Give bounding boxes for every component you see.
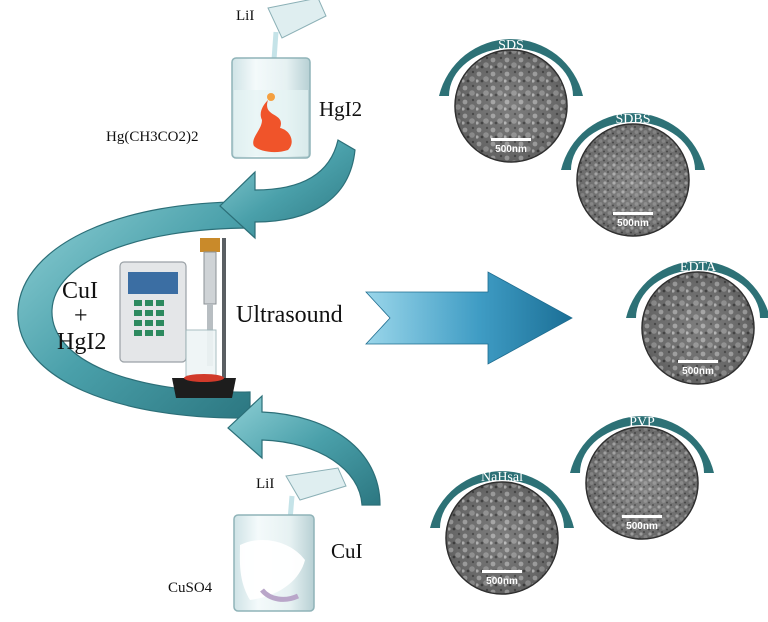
scale-bar [622, 515, 662, 518]
sem-shading [586, 427, 698, 539]
sem-image-nahsal: NaHsal 500nm [430, 470, 574, 595]
sem-title-sds: SDS [498, 38, 524, 53]
sem-images: SDS500nmSDBS500nmEDTA500nmPVP500nmNaHsal… [430, 38, 768, 595]
sem-badge-arc [570, 416, 714, 473]
sem-image-pvp: PVP 500nm [570, 415, 714, 540]
sem-image-sdbs: SDBS 500nm [561, 112, 705, 237]
process-arrow [365, 271, 573, 365]
cui-precipitate [239, 540, 305, 600]
sem-title-sdbs: SDBS [615, 112, 650, 127]
mixture-line-3: HgI2 [57, 329, 107, 355]
scale-label-edta: 500nm [682, 366, 714, 377]
mixture-line-1: CuI [62, 278, 98, 304]
bottom-beaker [233, 467, 347, 612]
top-pour-label: LiI [236, 8, 255, 24]
scale-bar [491, 138, 531, 141]
scale-label-pvp: 500nm [626, 521, 658, 532]
sem-title-nahsal: NaHsal [481, 470, 523, 485]
sem-shading [446, 482, 558, 594]
sem-shading [455, 50, 567, 162]
scale-bar [613, 212, 653, 215]
hgi2-precipitate [253, 100, 292, 153]
sem-title-pvp: PVP [629, 415, 655, 430]
top-curved-arrow [219, 139, 356, 240]
sem-badge-arc [626, 261, 768, 318]
bottom-base-label: CuSO4 [168, 580, 213, 596]
sem-image-sds: SDS 500nm [439, 38, 583, 163]
ultrasonic-processor [119, 238, 236, 398]
sem-image-edta: EDTA 500nm [626, 260, 768, 385]
scale-label-sds: 500nm [495, 144, 527, 155]
bottom-curved-arrow [227, 394, 381, 506]
top-product-label: HgI2 [319, 97, 363, 121]
top-base-label: Hg(CH3CO2)2 [106, 129, 199, 145]
top-beaker [231, 0, 327, 159]
sem-badge-arc [439, 39, 583, 96]
bottom-pour-label: LiI [256, 476, 275, 492]
bottom-product-label: CuI [331, 539, 363, 563]
scale-label-nahsal: 500nm [486, 576, 518, 587]
sem-badge-arc [561, 113, 705, 170]
mixture-line-2: + [74, 303, 88, 329]
sem-badge-arc [430, 471, 574, 528]
sem-shading [577, 124, 689, 236]
scale-bar [482, 570, 522, 573]
sem-shading [642, 272, 754, 384]
scale-bar [678, 360, 718, 363]
sem-title-edta: EDTA [680, 260, 717, 275]
ultrasound-label: Ultrasound [236, 302, 343, 328]
scale-label-sdbs: 500nm [617, 218, 649, 229]
